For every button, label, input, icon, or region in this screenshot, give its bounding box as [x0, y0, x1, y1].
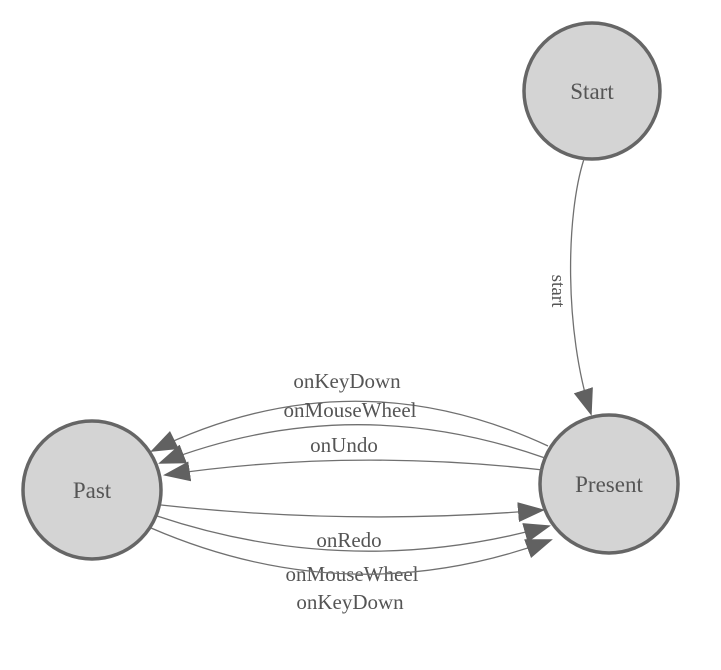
edge-label-onredo: onRedo: [316, 528, 381, 552]
edge-path-start[interactable]: [569, 158, 593, 416]
edge-path-onkeydown-top[interactable]: [150, 400, 549, 452]
edge-present-to-past-onkeydown[interactable]: onKeyDown: [150, 369, 549, 452]
state-circle-present[interactable]: [538, 413, 680, 555]
state-node-past[interactable]: Past: [21, 419, 163, 561]
state-label-start: Start: [570, 79, 614, 104]
edge-path-onundo[interactable]: [163, 459, 544, 482]
state-label-present: Present: [575, 472, 643, 497]
edge-label-onkeydown-bottom: onKeyDown: [296, 590, 404, 614]
edge-label-start: start: [547, 275, 568, 308]
edge-label-onmousewheel-top: onMouseWheel: [284, 398, 417, 422]
state-label-past: Past: [73, 478, 112, 503]
edge-label-onkeydown-top: onKeyDown: [293, 369, 401, 393]
state-circle-past[interactable]: [21, 419, 163, 561]
state-node-start[interactable]: Start: [522, 21, 662, 161]
state-circle-start[interactable]: [522, 21, 662, 161]
edge-past-to-present-onkeydown[interactable]: onKeyDown: [150, 527, 553, 614]
edge-past-to-present-onredo[interactable]: onRedo: [160, 502, 545, 552]
edge-path-onmousewheel-bottom[interactable]: [156, 515, 551, 552]
edge-label-onundo: onUndo: [310, 433, 378, 457]
edge-past-to-present-onmousewheel[interactable]: onMouseWheel: [156, 515, 551, 586]
edge-path-onkeydown-bottom[interactable]: [150, 527, 553, 575]
edge-present-to-past-onundo[interactable]: onUndo: [163, 433, 544, 482]
edge-present-to-past-onmousewheel[interactable]: onMouseWheel: [158, 398, 546, 464]
edge-start-to-present[interactable]: start: [547, 158, 593, 416]
edge-path-onredo[interactable]: [160, 502, 545, 523]
edge-path-onmousewheel-top[interactable]: [158, 424, 546, 464]
state-node-present[interactable]: Present: [538, 413, 680, 555]
